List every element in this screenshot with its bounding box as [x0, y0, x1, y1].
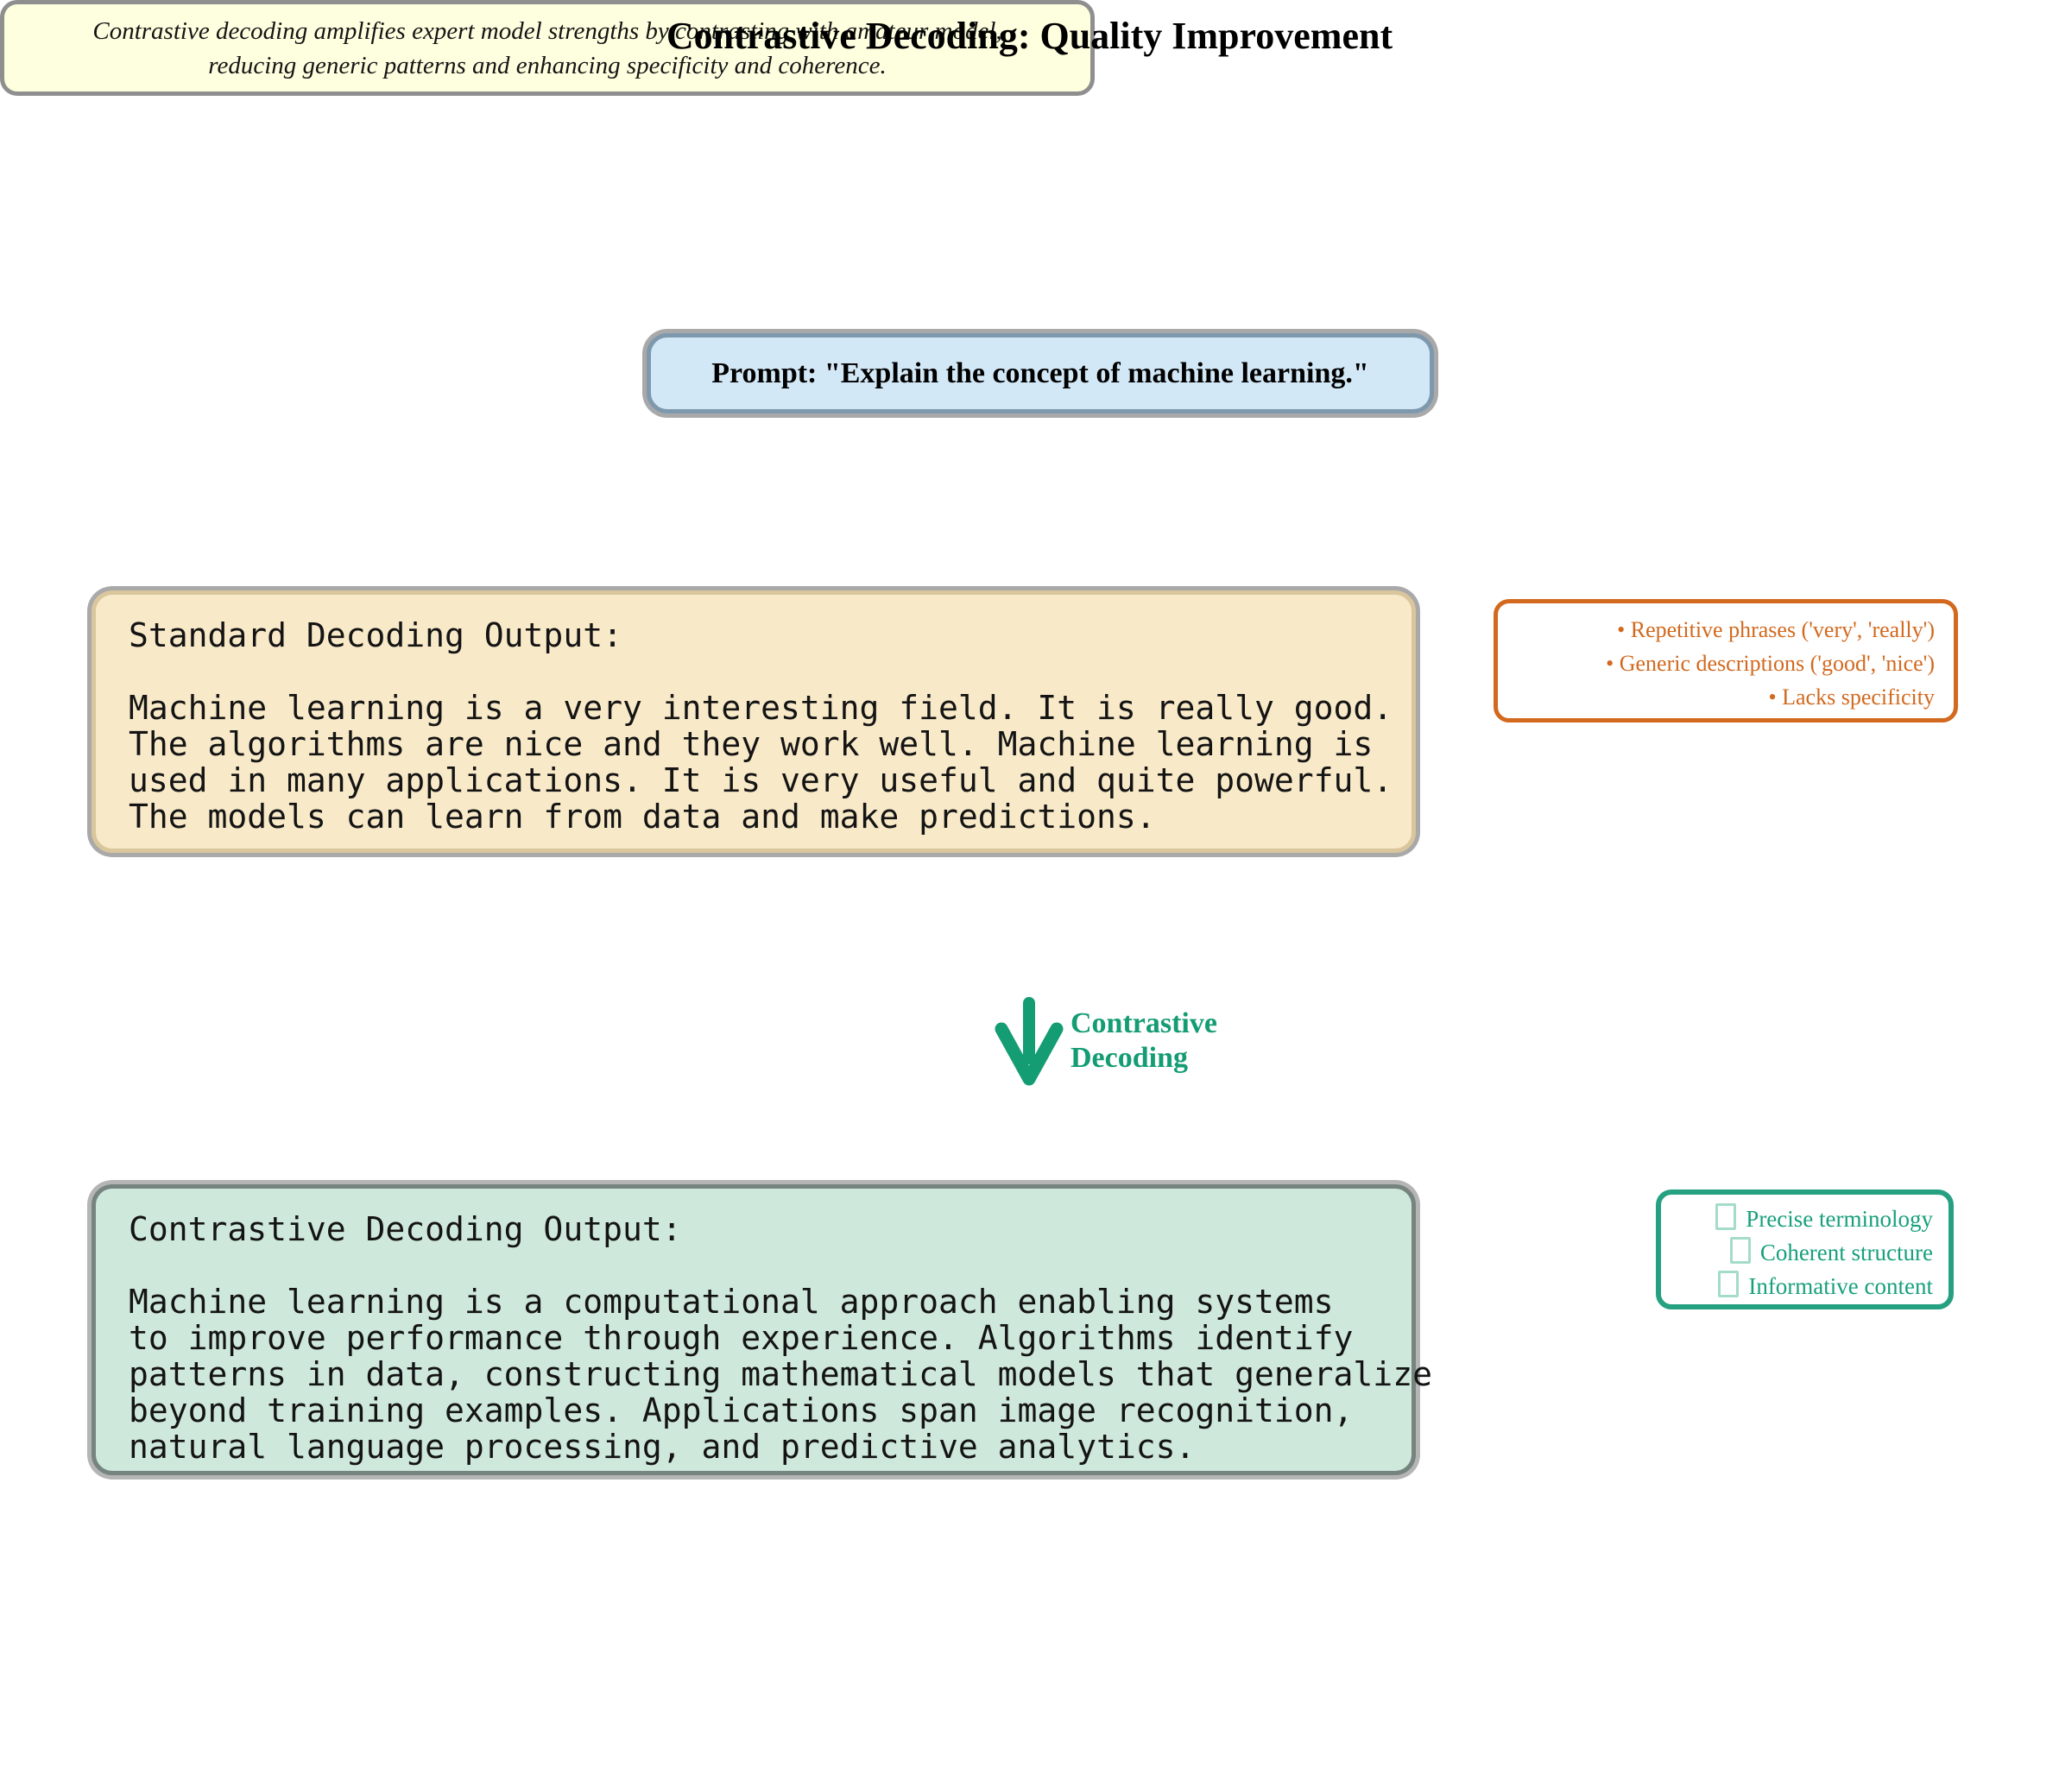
- down-arrow-icon: [995, 997, 1064, 1086]
- contrastive-output-header: Contrastive Decoding Output:: [129, 1210, 682, 1248]
- checkbox-icon: [1718, 1271, 1740, 1297]
- issue-item: • Lacks specificity: [1768, 685, 1935, 710]
- standard-output-header: Standard Decoding Output:: [129, 616, 622, 654]
- quality-item: Informative content: [1668, 1270, 1933, 1303]
- contrastive-qualities-note: Precise terminology Coherent structure I…: [1656, 1189, 1954, 1309]
- quality-item-label: Coherent structure: [1759, 1240, 1933, 1265]
- summary-box: Contrastive decoding amplifies expert mo…: [0, 0, 1095, 96]
- quality-item: Coherent structure: [1668, 1236, 1933, 1270]
- standard-output-box: Standard Decoding Output: Machine learni…: [92, 590, 1416, 853]
- transition-label: Contrastive Decoding: [1071, 1006, 1217, 1076]
- standard-issues-note: • Repetitive phrases ('very', 'really') …: [1494, 599, 1958, 722]
- contrastive-output-box: Contrastive Decoding Output: Machine lea…: [92, 1184, 1432, 1475]
- standard-output-body: Machine learning is a very interesting f…: [129, 689, 1393, 836]
- quality-item-label: Informative content: [1748, 1273, 1933, 1299]
- transition-label-line2: Decoding: [1071, 1042, 1188, 1074]
- issue-item: • Repetitive phrases ('very', 'really'): [1617, 617, 1935, 642]
- summary-line1: Contrastive decoding amplifies expert mo…: [92, 16, 1002, 45]
- summary-line2: reducing generic patterns and enhancing …: [208, 51, 887, 79]
- quality-item-label: Precise terminology: [1746, 1206, 1933, 1232]
- prompt-text: Prompt: "Explain the concept of machine …: [711, 357, 1369, 389]
- transition-label-line1: Contrastive: [1071, 1007, 1217, 1039]
- prompt-box: Prompt: "Explain the concept of machine …: [647, 333, 1434, 413]
- checkbox-icon: [1715, 1203, 1737, 1230]
- page-title: Contrastive Decoding: Quality Improvemen…: [666, 15, 1393, 57]
- contrastive-output-body: Machine learning is a computational appr…: [129, 1283, 1432, 1466]
- issue-item: • Generic descriptions ('good', 'nice'): [1606, 651, 1935, 676]
- quality-item: Precise terminology: [1668, 1202, 1933, 1236]
- checkbox-icon: [1729, 1237, 1751, 1264]
